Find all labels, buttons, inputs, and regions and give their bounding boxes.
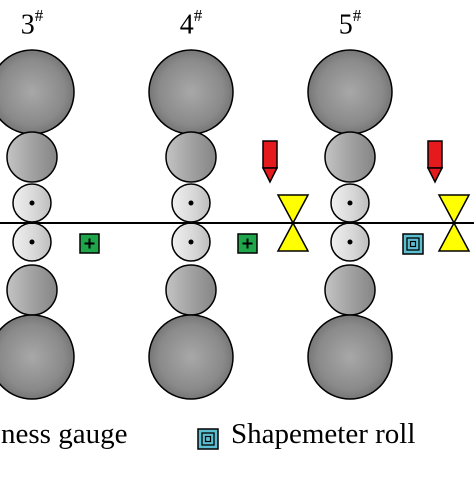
upper-backup-roll [148, 49, 234, 135]
roll-center-dot [29, 239, 35, 245]
upper-backup-roll [0, 49, 75, 135]
lower-backup-roll [307, 314, 393, 400]
upper-intermediate-roll [165, 131, 217, 183]
lower-backup-roll [0, 314, 75, 400]
stand-5-roll-stack [307, 49, 393, 400]
shapemeter-icon [402, 233, 424, 255]
legend-shapemeter-text: Shapemeter roll [231, 418, 416, 450]
stand-4-roll-stack [148, 49, 234, 400]
stand-label-3: 3# [20, 6, 44, 41]
lower-intermediate-roll [324, 264, 376, 316]
legend-thickness-gauge-text: ness gauge [1, 418, 128, 450]
sensor-marker-icon [261, 140, 279, 184]
thickness-gauge-icon [237, 233, 258, 254]
roll-center-dot [29, 200, 35, 206]
lower-backup-roll [148, 314, 234, 400]
stand-label-5: 5# [338, 6, 362, 41]
thickness-gauge-icon [79, 233, 100, 254]
stand-3-roll-stack [0, 49, 75, 400]
lower-intermediate-roll [6, 264, 58, 316]
hourglass-icon [276, 194, 310, 252]
upper-intermediate-roll [6, 131, 58, 183]
hourglass-icon [437, 194, 471, 252]
sensor-marker-icon [426, 140, 444, 184]
roll-center-dot [347, 239, 353, 245]
legend-shapemeter-icon [197, 428, 219, 450]
upper-intermediate-roll [324, 131, 376, 183]
roll-center-dot [347, 200, 353, 206]
lower-intermediate-roll [165, 264, 217, 316]
roll-center-dot [188, 239, 194, 245]
upper-backup-roll [307, 49, 393, 135]
stand-label-4: 4# [179, 6, 203, 41]
roll-center-dot [188, 200, 194, 206]
